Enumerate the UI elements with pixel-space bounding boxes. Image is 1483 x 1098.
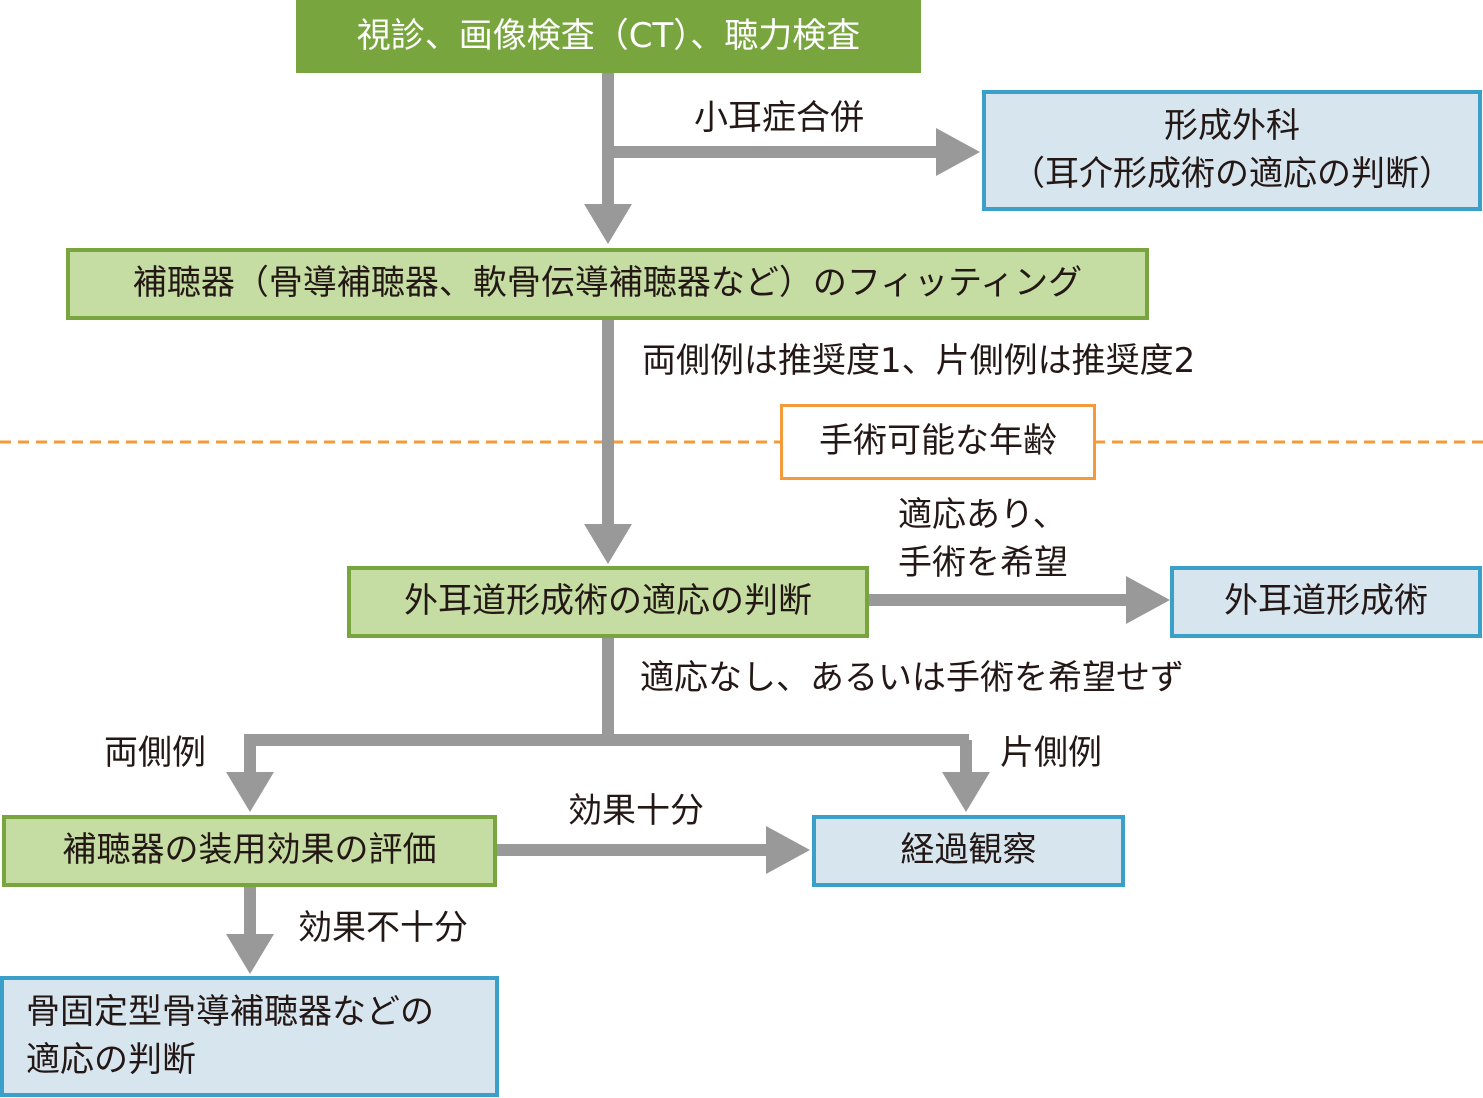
label-bilateral: 両側例 — [104, 733, 206, 773]
aid-evaluation-label: 補聴器の装用効果の評価 — [62, 830, 437, 871]
canal-plasty-decision-label: 外耳道形成術の適応の判断 — [404, 581, 812, 622]
label-effective: 効果十分 — [568, 791, 704, 831]
bone-anchored-line-1: 骨固定型骨導補聴器などの — [26, 991, 434, 1032]
surgical-age-box: 手術可能な年齢 — [780, 404, 1096, 480]
label-recommendation: 両側例は推奨度1、片側例は推奨度2 — [642, 341, 1196, 381]
canal-plasty-label: 外耳道形成術 — [1224, 581, 1428, 622]
canal-plasty-box: 外耳道形成術 — [1170, 566, 1482, 638]
plastic-surgery-title: 形成外科 — [1164, 105, 1300, 146]
observation-label: 経過観察 — [900, 830, 1037, 871]
label-not-indicated: 適応なし、あるいは手術を希望せず — [640, 658, 1184, 698]
label-indicated-line-1: 適応あり、 — [898, 495, 1067, 535]
label-indicated-line-2: 手術を希望 — [898, 543, 1068, 583]
label-microtia: 小耳症合併 — [694, 98, 864, 138]
arrowhead-right-canal-plasty — [1126, 576, 1170, 624]
arrowhead-down-fitting — [584, 204, 632, 244]
arrowhead-down-decision — [584, 524, 632, 564]
surgical-age-label: 手術可能な年齢 — [819, 421, 1057, 462]
arrowhead-down-observation — [942, 772, 990, 812]
hearing-aid-fitting-label: 補聴器（骨導補聴器、軟骨伝導補聴器など）のフィッティング — [132, 263, 1083, 304]
arrowhead-right-observation — [766, 826, 810, 874]
arrowhead-down-bone-anchored — [226, 934, 274, 974]
observation-box: 経過観察 — [812, 815, 1125, 887]
label-unilateral: 片側例 — [1000, 733, 1102, 773]
plastic-surgery-subtitle: （耳介形成術の適応の判断） — [1011, 153, 1453, 194]
exam-label: 視診、画像検査（CT）、聴力検査 — [356, 15, 861, 56]
bone-anchored-line-2: 適応の判断 — [26, 1039, 196, 1080]
hearing-aid-fitting-box: 補聴器（骨導補聴器、軟骨伝導補聴器など）のフィッティング — [66, 248, 1149, 320]
bone-anchored-box: 骨固定型骨導補聴器などの 適応の判断 — [0, 976, 499, 1097]
label-ineffective: 効果不十分 — [298, 908, 468, 948]
canal-plasty-decision-box: 外耳道形成術の適応の判断 — [347, 566, 869, 638]
plastic-surgery-box: 形成外科 （耳介形成術の適応の判断） — [982, 90, 1482, 211]
exam-box: 視診、画像検査（CT）、聴力検査 — [296, 0, 921, 73]
arrowhead-right-plastic — [936, 128, 980, 176]
arrowhead-down-evaluation — [226, 772, 274, 812]
aid-evaluation-box: 補聴器の装用効果の評価 — [2, 815, 497, 887]
